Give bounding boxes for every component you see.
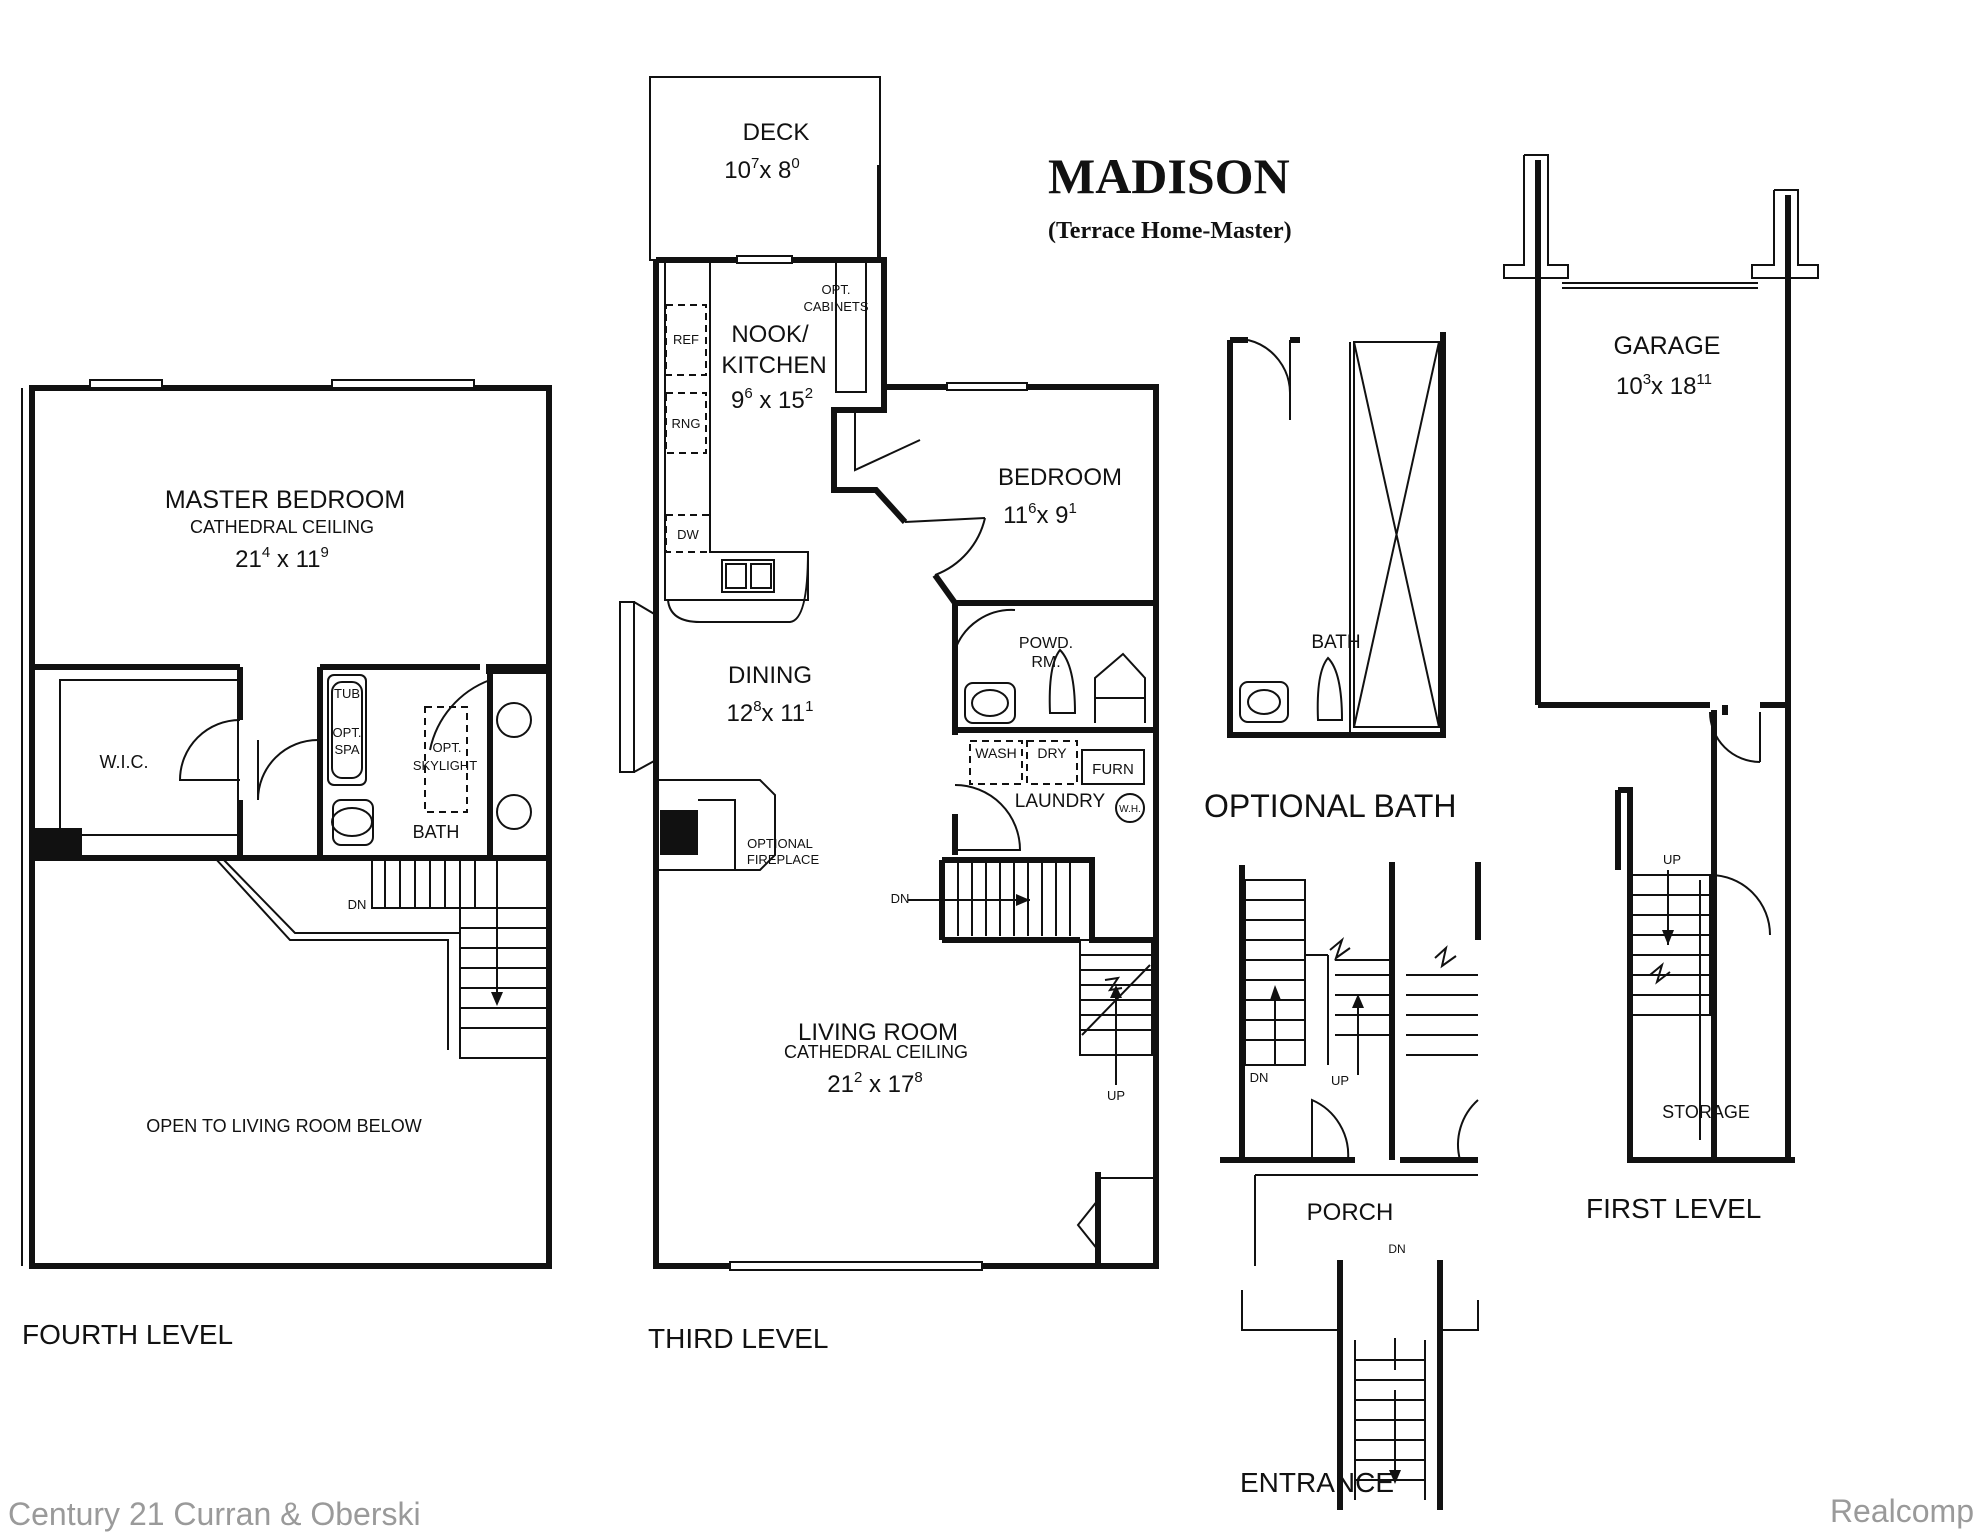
opt-spa-label: OPT. [333,725,362,740]
porch-dn-label: DN [1388,1242,1405,1256]
nook-label: NOOK/ [731,321,809,348]
kitchen-dimensions: 96 x 152 [731,385,813,414]
storage-label: STORAGE [1662,1102,1750,1122]
master-bedroom-dimensions: 214 x 119 [235,544,329,573]
entrance: DN UP PORCH DN ENTRANCE [1220,862,1481,1510]
first-level-label: FIRST LEVEL [1586,1193,1761,1224]
ref-label: REF [673,332,699,347]
cabinets-label: CABINETS [803,299,868,314]
powder-room-label-2: RM. [1031,654,1060,671]
entrance-label: ENTRANCE [1240,1467,1394,1498]
plan-subtitle: (Terrace Home-Master) [1048,218,1292,244]
watermark-agency: Century 21 Curran & Oberski [8,1496,421,1532]
master-bedroom-label: MASTER BEDROOM [165,486,405,514]
optional-bath-room-label: BATH [1311,632,1360,653]
wash-label: WASH [975,745,1016,761]
watermark-realcomp: Realcomp [1830,1493,1974,1529]
dining-label: DINING [728,662,812,689]
third-dn-label: DN [891,891,910,906]
kitchen-label: KITCHEN [721,352,826,379]
bedroom-dimensions: 116x 91 [1003,500,1077,529]
dw-label: DW [677,527,699,542]
porch-label: PORCH [1307,1199,1394,1226]
third-level-label: THIRD LEVEL [648,1323,829,1354]
dry-label: DRY [1037,745,1067,761]
fourth-level-label: FOURTH LEVEL [22,1319,233,1350]
opt-cabinets-label: OPT. [822,282,851,297]
deck-dimensions: 107x 80 [724,155,799,184]
master-bedroom-note: CATHEDRAL CEILING [190,517,374,537]
fourth-level: MASTER BEDROOM CATHEDRAL CEILING 214 x 1… [21,379,552,1350]
living-room-note: CATHEDRAL CEILING [784,1042,968,1062]
first-level: GARAGE 103x 1811 UP STORAGE FIRST LEVEL [1503,154,1819,1224]
skylight-label: SKYLIGHT [413,758,477,773]
water-heater-label: W.H. [1119,804,1141,815]
first-up-label: UP [1663,852,1681,867]
fourth-dn-label: DN [348,897,367,912]
third-level: DECK 107x 80 OPT. CABINETS NOOK/ KITCHEN… [619,76,1159,1354]
optional-bath-label: OPTIONAL BATH [1204,788,1456,824]
third-up-label: UP [1107,1088,1125,1103]
deck-label: DECK [743,119,810,146]
entrance-dn-label: DN [1250,1070,1269,1085]
spa-label: SPA [334,742,359,757]
living-room-label: LIVING ROOM [798,1019,958,1046]
living-room-dimensions: 212 x 178 [827,1069,922,1098]
garage-dimensions: 103x 1811 [1616,371,1712,400]
fourth-bath-label: BATH [413,822,460,842]
garage-label: GARAGE [1614,332,1721,360]
dining-dimensions: 128x 111 [727,698,814,727]
opt-skylight-label: OPT. [433,740,462,755]
open-below-label: OPEN TO LIVING ROOM BELOW [146,1116,421,1136]
wic-label: W.I.C. [100,752,149,772]
tub-label: TUB [334,686,360,701]
furnace-label: FURN [1092,761,1134,778]
entrance-up-label: UP [1331,1073,1349,1088]
fireplace-label: FIREPLACE [747,852,820,867]
optional-fireplace-label: OPTIONAL [747,836,813,851]
laundry-label: LAUNDRY [1015,791,1106,812]
rng-label: RNG [672,416,701,431]
plan-title: MADISON [1048,148,1290,204]
optional-bath: BATH OPTIONAL BATH [1204,332,1456,824]
powder-room-label: POWD. [1019,635,1073,652]
bedroom-label: BEDROOM [998,464,1122,491]
